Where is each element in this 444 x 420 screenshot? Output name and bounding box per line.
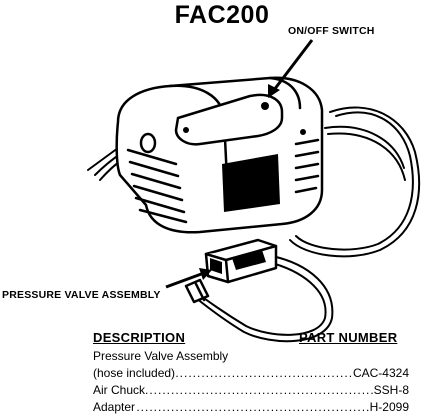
dot-leader: ........................................… [93,400,409,414]
valve-leader-arrow [165,268,212,289]
column-header-part-number: PART NUMBER [299,330,398,345]
power-cord [289,106,421,258]
right-vents [294,138,320,194]
row-part-number: CAC-4324 [351,366,409,380]
front-grille [222,154,280,212]
row-description: Pressure Valve Assembly [93,349,230,363]
row-part-number: H-2099 [368,400,409,414]
row-part-number: SSH-8 [372,383,409,397]
side-vents [126,148,188,224]
dot-leader: ........................................… [93,383,409,397]
callout-on-off-switch: ON/OFF SWITCH [288,25,375,37]
switch-leader-arrow [268,39,314,98]
table-row: Pressure Valve Assembly [93,349,409,363]
table-row: ........................................… [93,383,409,397]
screw-icon [300,129,306,135]
table-row: ........................................… [93,400,409,414]
row-description: Air Chuck [93,383,147,397]
on-off-switch-icon [261,102,269,110]
side-knob [139,132,157,154]
screw-icon [183,127,189,133]
valve-gauge-window [232,250,266,270]
row-description: Adapter [93,400,137,414]
air-chuck [184,278,210,304]
table-row: ........................................… [93,366,409,380]
top-cover [174,93,284,146]
pressure-hose [195,255,334,343]
valve-knob [210,258,222,274]
page-title: FAC200 [174,1,270,29]
column-header-description: DESCRIPTION [93,330,186,345]
row-description: (hose included) [93,366,177,380]
callout-pressure-valve-assembly: PRESSURE VALVE ASSEMBLY [2,289,161,301]
